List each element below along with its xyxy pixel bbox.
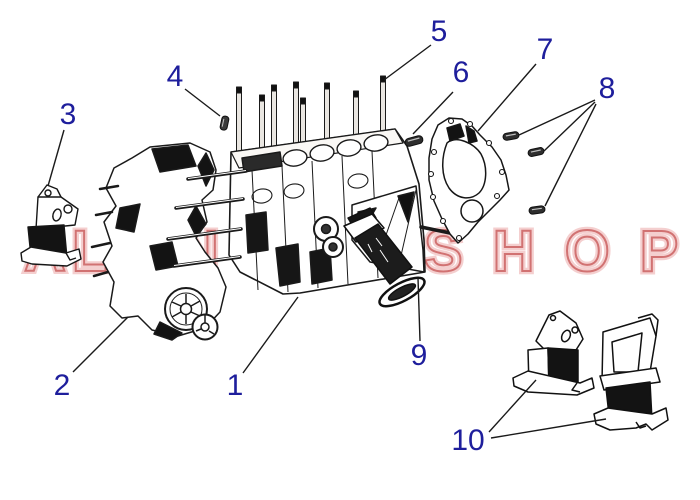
part-10-mounts-drawing xyxy=(512,310,669,431)
leader-line-6 xyxy=(412,91,454,135)
part-3-engine-mount-drawing xyxy=(20,184,82,267)
pulley-wheel xyxy=(164,287,219,341)
leader-line-4 xyxy=(184,88,221,117)
part-9-damper-drawing xyxy=(343,207,426,308)
leader-line-2 xyxy=(72,316,129,373)
part-2-front-cover-drawing xyxy=(90,142,227,341)
callout-label-3: 3 xyxy=(59,98,77,131)
leader-line-1 xyxy=(242,296,299,374)
leader-line-8a xyxy=(518,99,596,136)
callout-label-8: 8 xyxy=(598,72,616,105)
callout-label-4: 4 xyxy=(166,60,184,93)
callout-label-1: 1 xyxy=(226,369,244,402)
leader-line-9 xyxy=(417,277,421,342)
leader-line-8c xyxy=(544,103,597,207)
leader-line-10b xyxy=(490,418,607,439)
side-studs-highlight xyxy=(167,170,247,266)
head-studs xyxy=(236,75,386,171)
callout-label-7: 7 xyxy=(536,33,554,66)
part-7-gasket-plate-drawing xyxy=(427,117,510,244)
leader-line-10a xyxy=(488,379,537,433)
callout-label-5: 5 xyxy=(430,15,448,48)
leader-line-5 xyxy=(383,44,432,81)
part-4-stud-drawing xyxy=(219,115,230,131)
part-8-studs-drawing xyxy=(502,131,546,215)
leader-line-3 xyxy=(47,129,65,187)
callout-label-9: 9 xyxy=(410,339,428,372)
leader-lines xyxy=(47,44,607,439)
callout-label-10: 10 xyxy=(451,424,485,457)
callout-label-6: 6 xyxy=(452,56,470,89)
leader-line-7 xyxy=(477,63,537,132)
leader-line-8b xyxy=(543,101,596,152)
part-6-stud-drawing xyxy=(404,135,424,147)
callout-label-2: 2 xyxy=(53,369,71,402)
